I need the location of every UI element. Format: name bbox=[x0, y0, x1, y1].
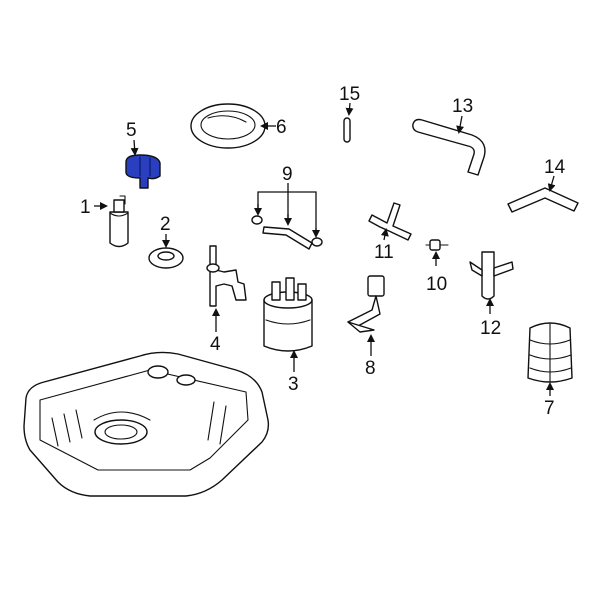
callout-3: 3 bbox=[288, 374, 299, 395]
callout-9: 9 bbox=[282, 164, 293, 185]
part-5-highlighted[interactable] bbox=[125, 154, 161, 189]
callout-11: 11 bbox=[374, 242, 394, 263]
callout-4: 4 bbox=[210, 334, 221, 355]
callout-12: 12 bbox=[480, 318, 501, 339]
callout-6: 6 bbox=[276, 117, 287, 138]
part-4-fuel-line[interactable] bbox=[206, 245, 247, 307]
callout-5: 5 bbox=[126, 120, 137, 141]
part-8-sender[interactable] bbox=[347, 275, 385, 333]
part-12-bracket[interactable] bbox=[469, 251, 514, 300]
callout-8: 8 bbox=[365, 358, 376, 379]
part-14-hose[interactable] bbox=[507, 187, 579, 213]
callout-2: 2 bbox=[160, 214, 171, 235]
leader-lines bbox=[94, 102, 556, 396]
part-2-grommet[interactable] bbox=[148, 247, 184, 269]
callout-13: 13 bbox=[452, 96, 473, 117]
callout-7: 7 bbox=[544, 398, 555, 419]
callout-labels: 1 5 2 6 15 13 14 9 11 10 12 4 3 8 7 bbox=[80, 84, 566, 419]
part-6-gasket[interactable] bbox=[190, 103, 266, 149]
fuel-tank[interactable] bbox=[23, 351, 270, 497]
part-1-fuel-pump[interactable] bbox=[109, 195, 129, 248]
part-13-hose[interactable] bbox=[412, 118, 486, 176]
callout-15: 15 bbox=[339, 84, 360, 105]
callout-1: 1 bbox=[80, 197, 91, 218]
callout-14: 14 bbox=[544, 157, 566, 178]
part-11-connector[interactable] bbox=[368, 202, 412, 241]
part-7-canister[interactable] bbox=[527, 322, 573, 383]
part-15-tube[interactable] bbox=[343, 117, 351, 143]
part-10-valve[interactable] bbox=[425, 239, 449, 251]
part-3-fuel-filter[interactable] bbox=[263, 277, 313, 352]
callout-10: 10 bbox=[426, 274, 447, 295]
part-9-hose-clamps[interactable] bbox=[251, 215, 323, 250]
